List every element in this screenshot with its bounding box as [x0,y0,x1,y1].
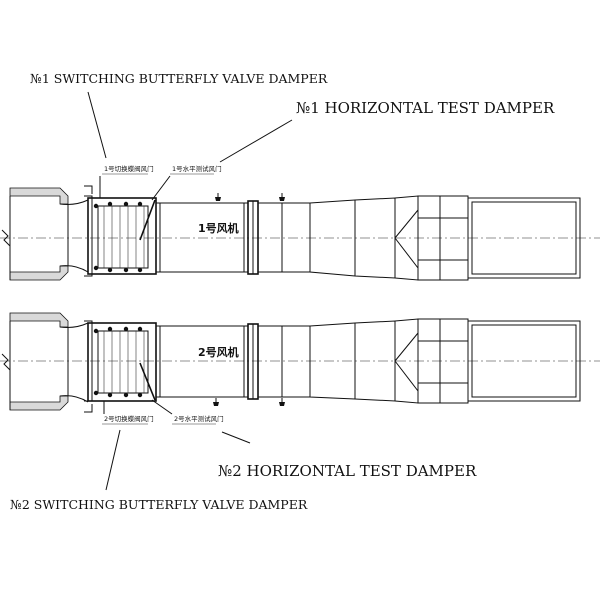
switching-damper-2-tag: 2号切换蝶阀风门 [104,414,154,423]
leader-switching-damper-2 [105,429,121,491]
leader-switching-damper-1 [87,91,107,159]
horizontal-damper-1-tag: 1号水平测试风门 [172,164,222,173]
switching-damper-1-tag: 1号切换蝶阀风门 [104,164,154,173]
fan-2-label: 2号风机 [198,345,239,359]
horizontal-damper-2-tag: 2号水平测试风门 [174,414,224,423]
fan-assembly-1: 1号风机 1号切换蝶阀风门 1号水平测试风门 [0,164,600,281]
switching-damper-2-frame [87,322,157,402]
horizontal-test-damper-2-blade [139,362,156,401]
callouts: №1 SWITCHING BUTTERFLY VALVE DAMPER №1 H… [10,71,555,512]
inlet-wall-top-2 [9,312,69,328]
callout-horizontal-damper-1: №1 HORIZONTAL TEST DAMPER [296,99,555,117]
break-mark-2 [1,353,11,371]
inlet-wall-bottom-2 [9,395,69,411]
callout-switching-damper-1: №1 SWITCHING BUTTERFLY VALVE DAMPER [30,71,328,86]
callout-horizontal-damper-2: №2 HORIZONTAL TEST DAMPER [218,462,477,480]
leader-horizontal-damper-2 [221,431,251,444]
fan-1-label: 1号风机 [198,221,239,235]
switching-damper-1-frame [87,197,157,275]
inlet-wall-top-1 [9,187,69,205]
break-mark-1 [1,229,11,247]
fan-assembly-2: 2号风机 2号切换蝶阀风门 2号水平测试风门 [0,312,600,425]
inlet-wall-bottom-1 [9,265,69,281]
leader-horizontal-damper-1 [219,119,293,163]
callout-switching-damper-2: №2 SWITCHING BUTTERFLY VALVE DAMPER [10,497,308,512]
horizontal-test-damper-1-blade [139,199,156,241]
